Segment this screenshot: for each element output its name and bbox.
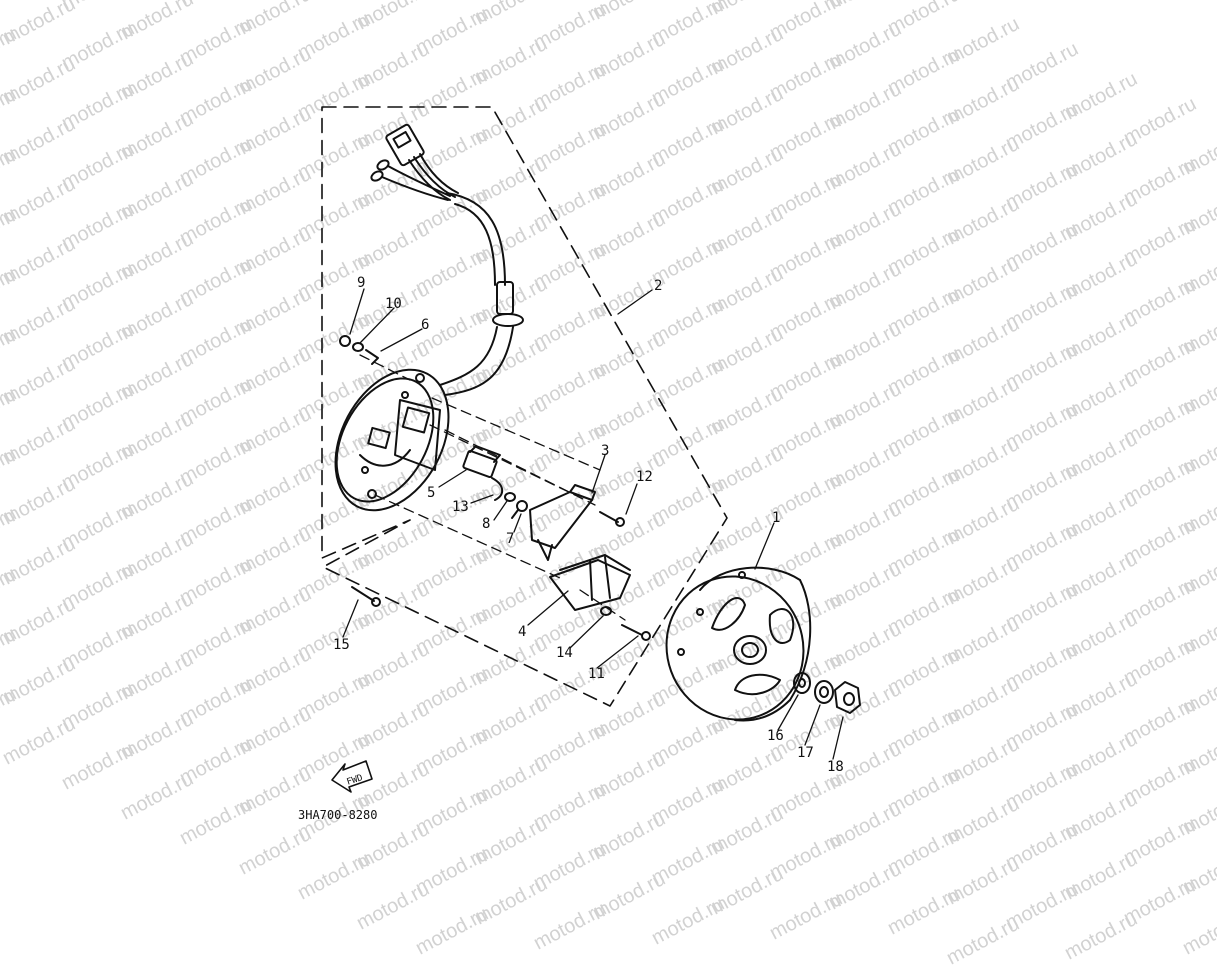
callout-11: 11 — [588, 666, 605, 682]
parts-diagram: FWD 3HA700-8280 1 2 3 4 5 6 7 8 9 10 11 … — [0, 0, 1217, 913]
callout-1: 1 — [772, 510, 780, 526]
callout-14: 14 — [556, 645, 573, 661]
leader-lines — [343, 289, 843, 759]
callout-2: 2 — [654, 278, 662, 294]
part-4-rectifier — [550, 555, 630, 610]
callout-13: 13 — [452, 499, 469, 515]
part-12-bolt — [600, 512, 624, 526]
part-18-nut — [835, 682, 860, 713]
part-7-screw — [512, 501, 527, 518]
part-5-coil — [463, 446, 500, 478]
part-14-washer — [601, 607, 611, 615]
callout-12: 12 — [636, 469, 653, 485]
part-13-clamp — [492, 478, 502, 500]
part-3-unit — [530, 485, 595, 560]
callout-10: 10 — [385, 296, 402, 312]
wire-harness — [370, 124, 523, 395]
part-1-flywheel — [646, 557, 823, 739]
callout-16: 16 — [767, 728, 784, 744]
callout-15: 15 — [333, 637, 350, 653]
callout-18: 18 — [827, 759, 844, 775]
fwd-label: FWD — [346, 773, 365, 788]
drawing-code: 3HA700-8280 — [298, 808, 377, 822]
part-17-lockwasher — [815, 681, 833, 703]
part-9-10-6-fasteners — [340, 336, 378, 364]
callout-5: 5 — [427, 485, 435, 501]
callout-3: 3 — [601, 443, 609, 459]
callout-8: 8 — [482, 516, 490, 532]
watermark-text: motod.ru — [1061, 908, 1141, 965]
callout-7: 7 — [506, 531, 514, 547]
assembly-boundary — [322, 107, 727, 706]
watermark-text: motod.ru — [943, 913, 1023, 970]
callout-9: 9 — [357, 275, 365, 291]
callout-6: 6 — [421, 317, 429, 333]
part-8-washer — [505, 493, 515, 501]
callout-17: 17 — [797, 745, 814, 761]
callout-4: 4 — [518, 624, 526, 640]
